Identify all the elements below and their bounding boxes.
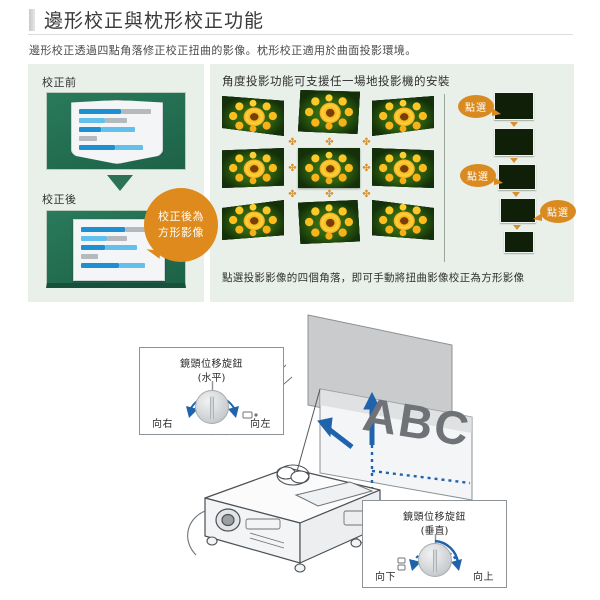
angle-projection-panel: 角度投影功能可支援任一場地投影機的安裝 ✤ ✤ xyxy=(210,64,576,302)
sequence-arrow-icon xyxy=(510,158,518,163)
corner-marker-icon[interactable]: ✤ xyxy=(362,163,371,174)
angle-projection-heading: 角度投影功能可支援任一場地投影機的安裝 xyxy=(222,74,450,88)
sunflower-tile-bottom-center xyxy=(298,200,360,244)
horizontal-lens-shift-box: 鏡頭位移旋鈕 (水平) 向右 向左 xyxy=(139,347,284,435)
page-subtitle: 邊形校正透過四點角落修正校正扭曲的影像。枕形校正適用於曲面投影環境。 xyxy=(29,44,417,57)
down-arrow-icon xyxy=(107,175,133,191)
click-bubble-2[interactable]: 點選 xyxy=(460,164,503,187)
callout-line-2: 方形影像 xyxy=(158,226,204,239)
sequence-thumb-2 xyxy=(494,128,534,156)
after-label: 校正後 xyxy=(42,193,77,206)
horizontal-knob-label-right: 向左 xyxy=(250,419,271,430)
sunflower-tile-mid-right xyxy=(372,148,434,188)
vertical-knob-title: 鏡頭位移旋鈕 xyxy=(403,512,466,523)
corner-marker-icon[interactable]: ✤ xyxy=(362,189,371,200)
corner-marker-icon[interactable]: ✤ xyxy=(325,189,334,200)
click-bubble-1[interactable]: 點選 xyxy=(458,95,501,118)
sunflower-tile-bottom-left xyxy=(222,200,284,240)
sequence-arrow-icon xyxy=(512,192,520,197)
sunflower-tile-center xyxy=(298,148,360,188)
corner-marker-icon[interactable]: ✤ xyxy=(325,137,334,148)
corner-marker-icon[interactable]: ✤ xyxy=(362,137,371,148)
sequence-thumb-5 xyxy=(504,231,534,253)
vertical-knob-label-right: 向上 xyxy=(473,572,494,583)
vertical-lens-shift-box: 鏡頭位移旋鈕 (垂直) 向下 向上 xyxy=(362,500,507,588)
click-bubble-3[interactable]: 點選 xyxy=(533,200,576,223)
sunflower-tile-top-left xyxy=(222,96,284,136)
before-label: 校正前 xyxy=(42,76,77,89)
sunflower-tile-top-right xyxy=(372,96,434,136)
horizontal-knob-subtitle: (水平) xyxy=(197,373,226,384)
vertical-knob-label-left: 向下 xyxy=(375,572,396,583)
callout-line-1: 校正後為 xyxy=(158,210,204,223)
before-projection-screen xyxy=(46,92,186,170)
sequence-thumb-4 xyxy=(500,198,536,223)
sunflower-tile-top-center xyxy=(298,90,360,134)
sunflower-tile-bottom-right xyxy=(372,200,434,240)
before-after-panel: 校正前 校正後 xyxy=(28,64,218,302)
angle-projection-caption: 點選投影影像的四個角落，即可手動將扭曲影像校正為方形影像 xyxy=(222,272,525,284)
lens-shift-diagram xyxy=(0,305,600,600)
corner-marker-icon[interactable]: ✤ xyxy=(288,163,297,174)
after-callout-badge: 校正後為 方形影像 xyxy=(144,188,218,262)
sequence-arrow-icon xyxy=(513,225,521,230)
vertical-knob-dial[interactable] xyxy=(417,543,452,577)
panel-divider xyxy=(444,94,445,262)
page-title: 邊形校正與枕形校正功能 xyxy=(44,10,265,32)
horizontal-knob-title: 鏡頭位移旋鈕 xyxy=(180,359,243,370)
sequence-thumb-3 xyxy=(498,164,536,190)
distorted-slide-image xyxy=(71,100,163,164)
vertical-knob-subtitle: (垂直) xyxy=(420,526,449,537)
horizontal-knob-label-left: 向右 xyxy=(152,419,173,430)
corner-marker-icon[interactable]: ✤ xyxy=(288,189,297,200)
title-accent-bar xyxy=(29,9,35,31)
sunflower-tile-mid-left xyxy=(222,148,284,188)
title-divider xyxy=(28,34,573,35)
horizontal-knob-dial[interactable] xyxy=(194,390,229,424)
sequence-arrow-icon xyxy=(510,122,518,127)
corner-marker-icon[interactable]: ✤ xyxy=(288,137,297,148)
page-header: 邊形校正與枕形校正功能 xyxy=(0,0,600,36)
